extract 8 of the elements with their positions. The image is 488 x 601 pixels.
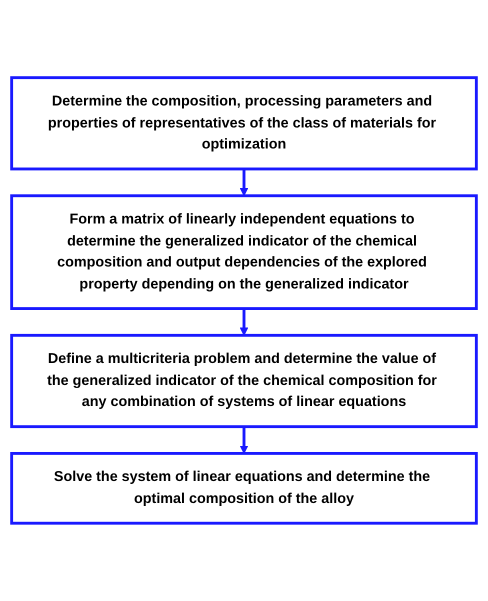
node-box <box>10 452 478 525</box>
flowchart: Determine the composition, processing parameters and properties of representatives of the class of materials for optimization Form a matrix of linearly independent equations to determine the generalized indicator of the chemical composition and output dependencies of the explored property depending on the generalized indicator Define a multicriteria problem and determine the value of the generalized indicator of the chemical composition for any combination of systems of linear equations Solve the system of linear equations and determine the optimal composition of the alloy <box>4 70 484 531</box>
node-box <box>10 76 478 170</box>
arrow <box>240 169 248 196</box>
arrow <box>240 426 248 454</box>
arrow <box>240 308 248 336</box>
node-box <box>10 194 478 310</box>
node-box <box>10 334 478 428</box>
